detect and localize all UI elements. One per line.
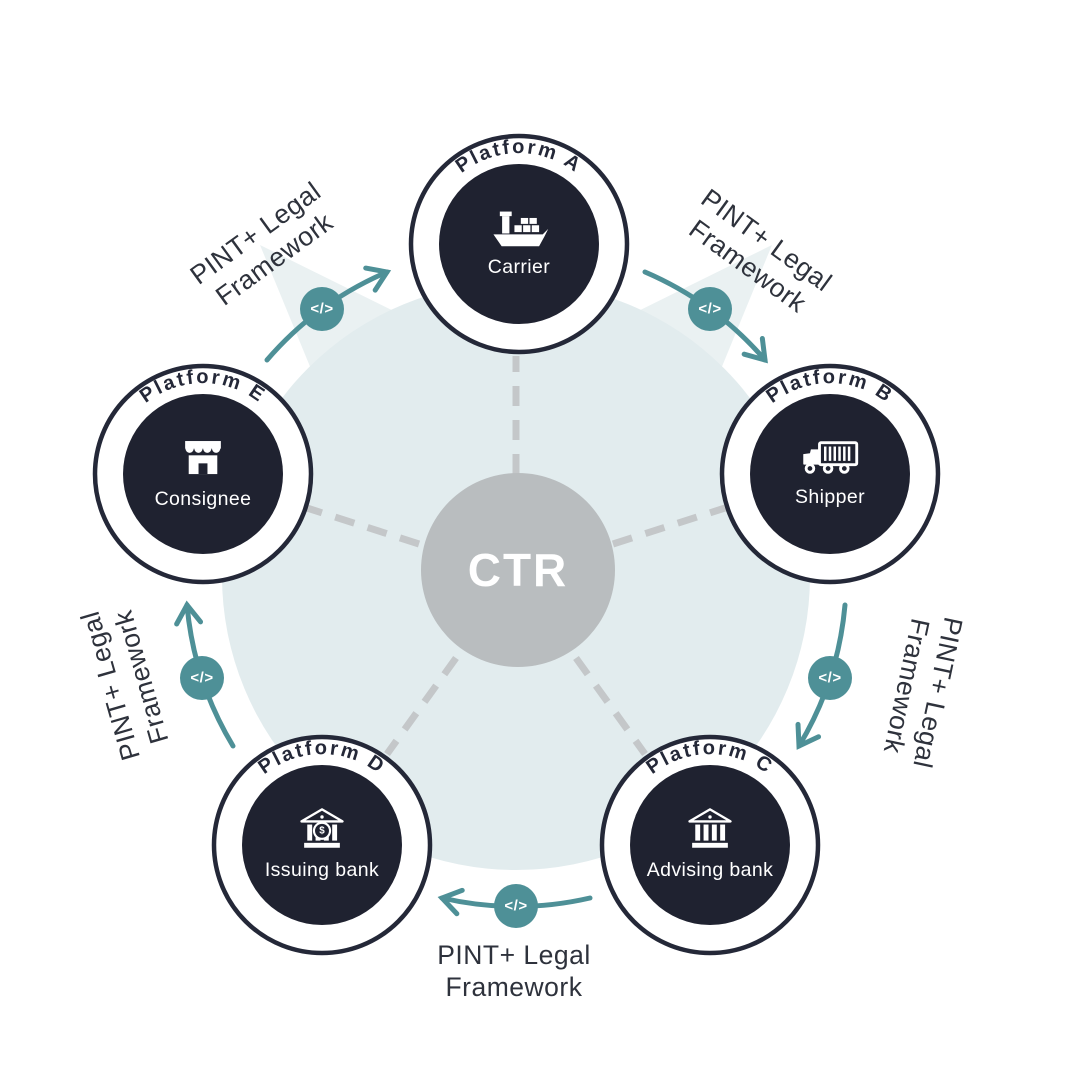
code-icon: </>: [504, 898, 527, 915]
platform-b-role-label: Shipper: [794, 486, 865, 508]
ctr-label: CTR: [468, 544, 569, 596]
code-icon: </>: [190, 670, 213, 687]
platform-a-role-label: Carrier: [487, 256, 551, 278]
platform-e-role-label: Consignee: [154, 488, 252, 510]
code-badge-b-c: </>: [808, 656, 852, 700]
platform-e-node: Platform E Consignee: [91, 362, 315, 586]
background-wedge-right: [620, 245, 772, 420]
bank-dollar-icon: $: [300, 808, 344, 848]
code-badge-c-d: </>: [494, 884, 538, 928]
code-badges: </> </> </> </> </>: [180, 287, 852, 928]
spoke-platform-d: [384, 655, 459, 757]
background-wedge-left: [260, 245, 412, 420]
platform-b-node: Platform B Shipper: [718, 362, 942, 586]
code-badge-circle: [688, 287, 732, 331]
platform-b-inner-circle: Shipper: [750, 394, 910, 554]
code-badge-circle: [494, 884, 538, 928]
dollar-symbol: $: [319, 826, 325, 837]
code-badge-d-e: </>: [180, 656, 224, 700]
truck-icon: [803, 441, 859, 474]
platform-e-inner-circle: Consignee: [123, 394, 283, 554]
code-badge-a-b: </>: [688, 287, 732, 331]
ship-icon: [493, 211, 549, 247]
storefront-icon: [185, 441, 221, 475]
platform-c-inner-circle: Advising bank: [630, 765, 790, 925]
platform-a-node: Platform A Carrier: [407, 132, 631, 356]
framework-label-c-d: PINT+ Legal Framework: [389, 939, 639, 1004]
code-badge-circle: [300, 287, 344, 331]
platform-d-role-label: Issuing bank: [264, 859, 380, 881]
platform-c-node: Platform C Advising bank: [598, 733, 822, 957]
code-icon: </>: [818, 670, 841, 687]
framework-label-line2: Framework: [445, 972, 583, 1003]
bank-icon: [688, 808, 732, 848]
dashed-spokes: [305, 356, 727, 757]
platform-c-role-label: Advising bank: [646, 859, 774, 881]
spoke-platform-e: [305, 504, 421, 548]
framework-label-line1: PINT+ Legal: [437, 940, 591, 970]
code-badge-e-a: </>: [300, 287, 344, 331]
platform-a-inner-circle: Carrier: [439, 164, 599, 324]
code-icon: </>: [310, 301, 333, 318]
code-badge-circle: [180, 656, 224, 700]
platform-d-inner-circle: $ Issuing bank: [242, 765, 402, 925]
ctr-hub-circle: [421, 473, 615, 667]
spoke-platform-c: [573, 655, 648, 757]
code-icon: </>: [698, 301, 721, 318]
platform-d-node: Platform D $ Issuing bank: [210, 733, 434, 957]
code-badge-circle: [808, 656, 852, 700]
spoke-platform-b: [611, 504, 727, 548]
